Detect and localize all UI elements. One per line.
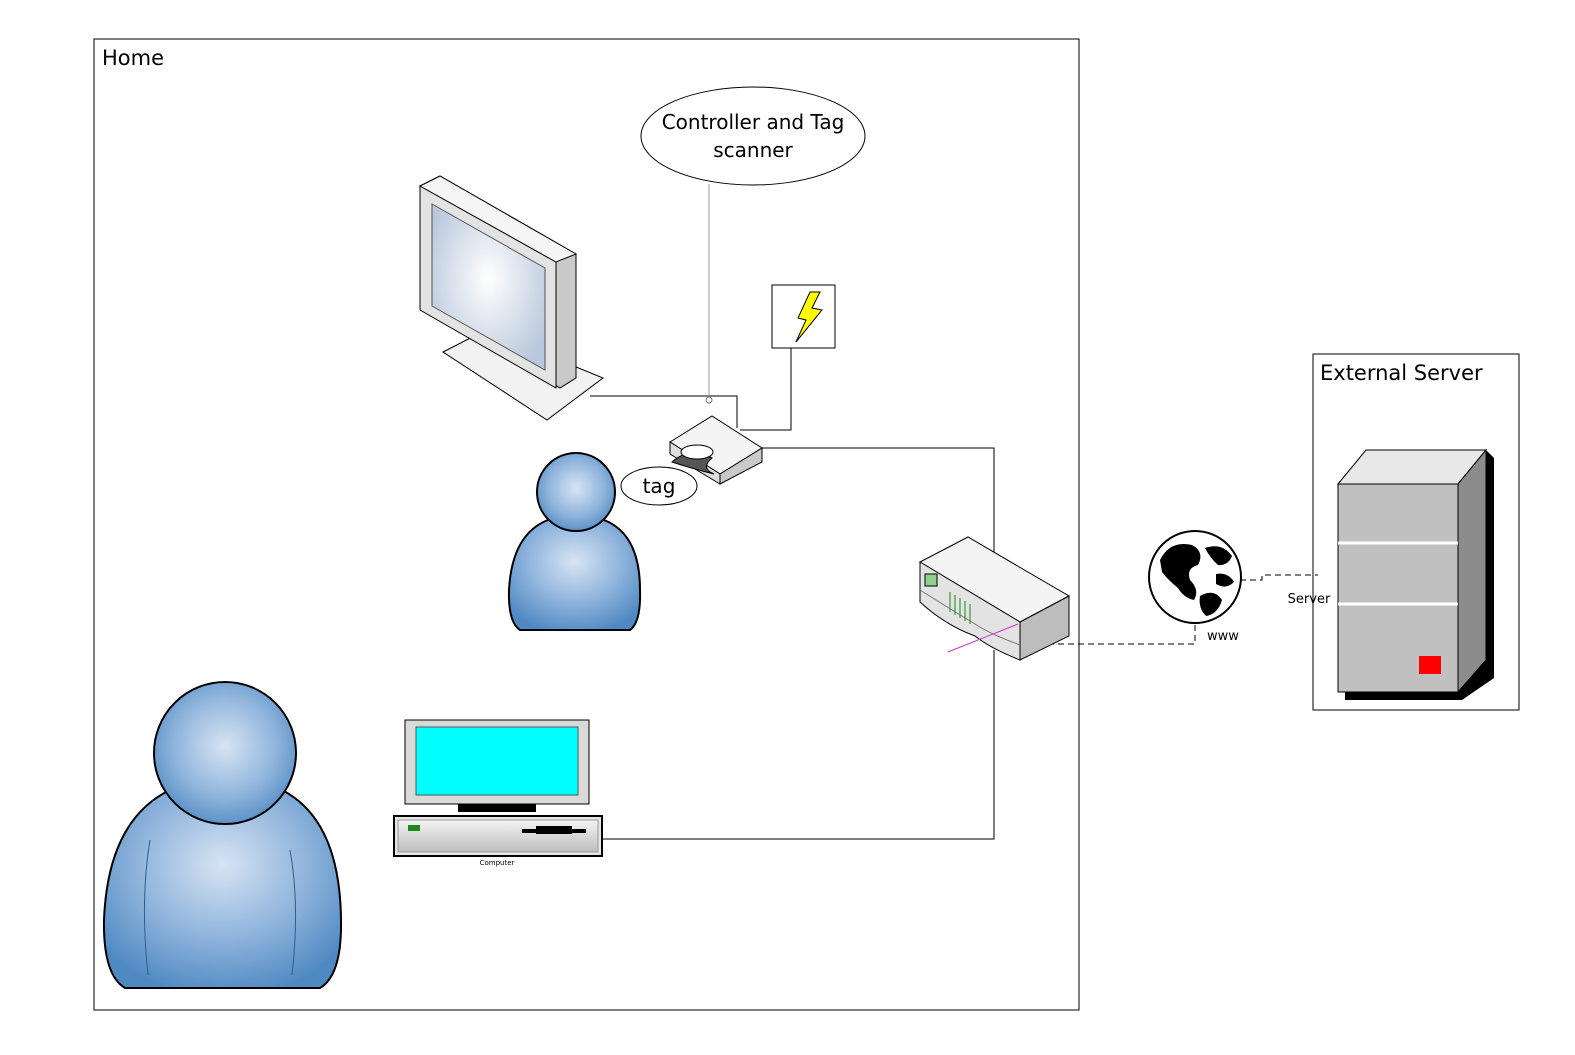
user-icon-small bbox=[507, 452, 642, 631]
computer-to-router-line bbox=[600, 650, 995, 840]
external-server-zone: External Server bbox=[1312, 353, 1520, 711]
server-label: Server bbox=[1288, 592, 1331, 607]
connector-lines bbox=[590, 184, 1318, 840]
lightning-power-icon bbox=[771, 284, 836, 349]
controller-callout-line2: scanner bbox=[713, 138, 793, 162]
controller-to-router-line bbox=[760, 447, 995, 560]
tag-callout: tag bbox=[620, 466, 698, 506]
external-server-label: External Server bbox=[1320, 361, 1483, 385]
desktop-computer-icon: Computer bbox=[393, 719, 603, 867]
www-label: www bbox=[1207, 629, 1239, 644]
tag-callout-label: tag bbox=[643, 474, 676, 498]
controller-callout: Controller and Tag scanner bbox=[640, 86, 866, 186]
tag-scanner-device-icon bbox=[669, 415, 763, 485]
router-icon bbox=[918, 536, 1071, 661]
power-to-controller-line bbox=[740, 348, 792, 431]
server-tower-icon: Server bbox=[1288, 448, 1494, 700]
home-zone: Home bbox=[93, 38, 1080, 1011]
home-zone-label: Home bbox=[102, 46, 164, 70]
controller-callout-line1: Controller and Tag bbox=[662, 110, 845, 134]
computer-label: Computer bbox=[480, 859, 515, 867]
flat-screen-monitor-icon bbox=[418, 175, 605, 421]
user-icon-large bbox=[102, 681, 343, 989]
globe-to-server-line bbox=[1240, 574, 1318, 581]
globe-icon: www bbox=[1148, 530, 1242, 644]
tv-to-controller-line bbox=[590, 395, 738, 428]
router-to-globe-line bbox=[1048, 620, 1196, 645]
